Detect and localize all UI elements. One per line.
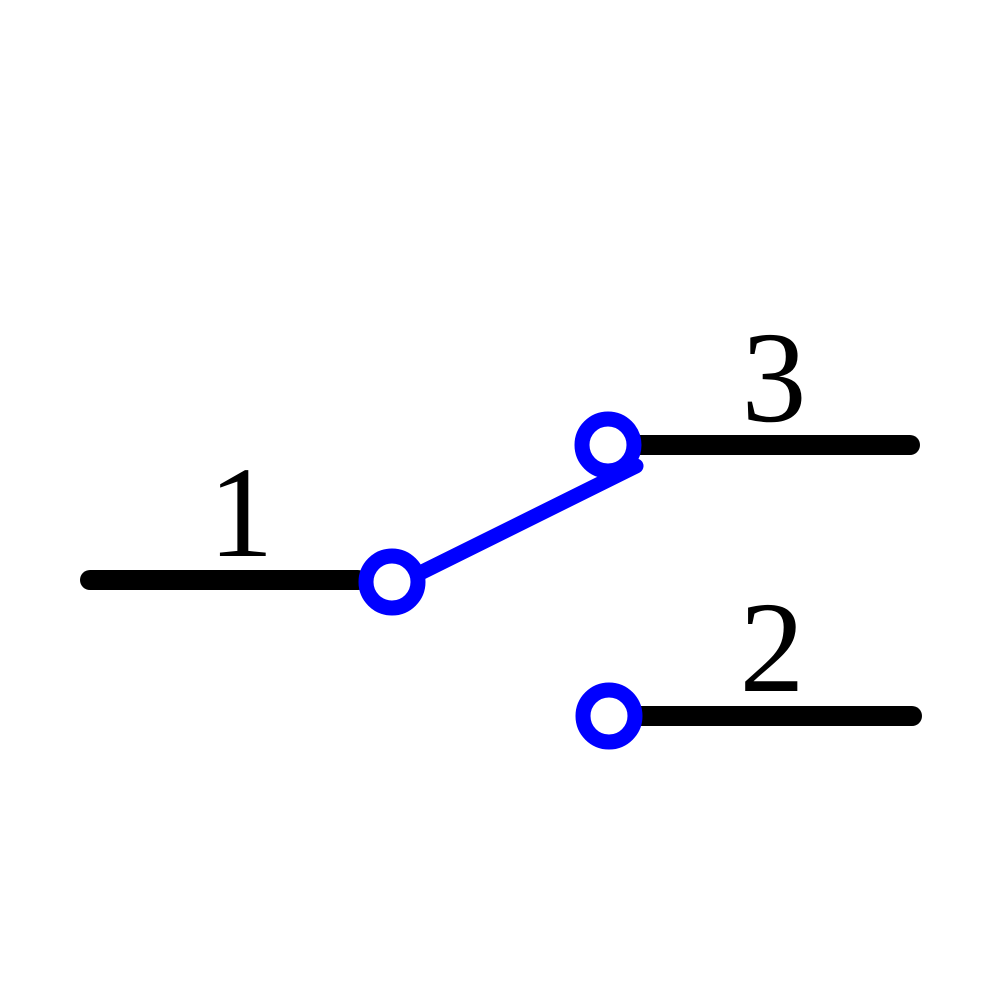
throw-3-contact bbox=[574, 411, 642, 479]
throw-2-label: 2 bbox=[740, 576, 805, 720]
switch-lever[interactable] bbox=[392, 458, 644, 591]
throw-3-label: 3 bbox=[742, 306, 807, 450]
pole-1-contact bbox=[358, 548, 426, 616]
pole-1-label: 1 bbox=[209, 441, 274, 585]
throw-2-contact bbox=[575, 682, 643, 750]
